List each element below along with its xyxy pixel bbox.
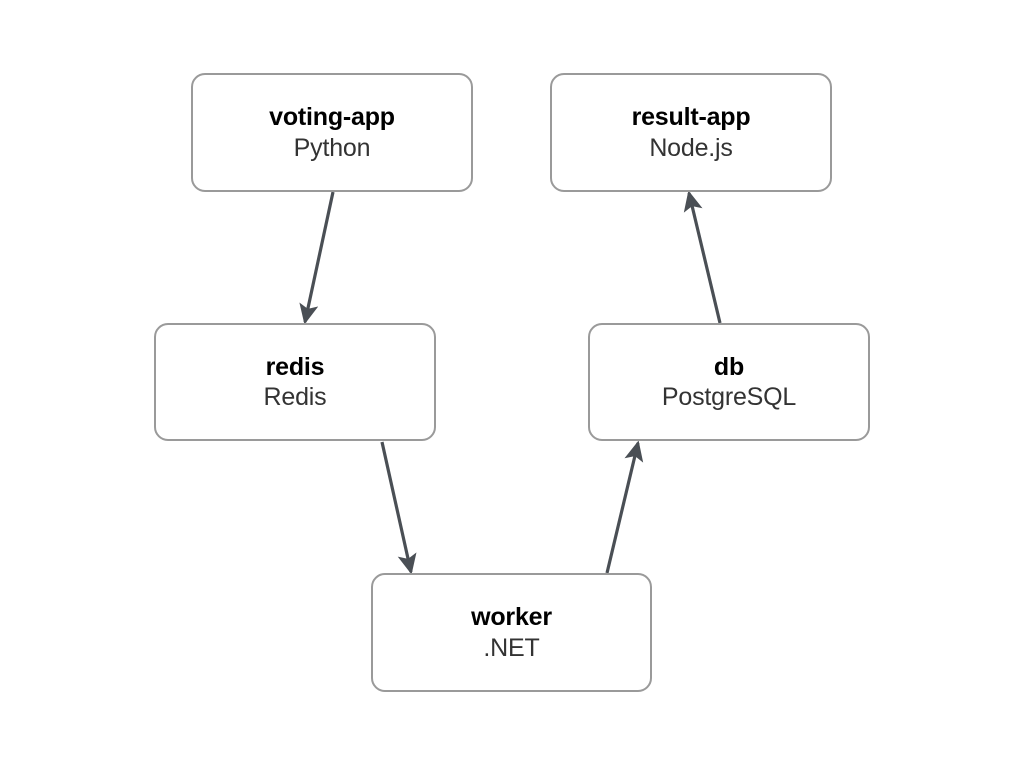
node-title: worker	[471, 603, 552, 631]
node-title: result-app	[631, 103, 751, 131]
node-voting-app[interactable]: voting-app Python	[191, 73, 473, 192]
node-result-app[interactable]: result-app Node.js	[550, 73, 832, 192]
node-title: voting-app	[269, 103, 395, 131]
node-db[interactable]: db PostgreSQL	[588, 323, 870, 441]
node-subtitle: PostgreSQL	[661, 383, 797, 411]
node-title: redis	[265, 352, 325, 381]
edge-worker-to-db	[605, 440, 644, 574]
node-redis[interactable]: redis Redis	[154, 323, 436, 441]
edge-redis-to-worker	[380, 441, 417, 575]
node-subtitle: Redis	[263, 383, 327, 411]
edge-db-to-result-app	[683, 190, 722, 324]
node-worker[interactable]: worker .NET	[371, 573, 652, 692]
node-title: db	[713, 352, 745, 381]
node-subtitle: Node.js	[649, 133, 733, 162]
node-subtitle: Python	[293, 133, 371, 162]
node-subtitle: .NET	[483, 633, 540, 662]
edge-voting-app-to-redis	[299, 191, 335, 325]
